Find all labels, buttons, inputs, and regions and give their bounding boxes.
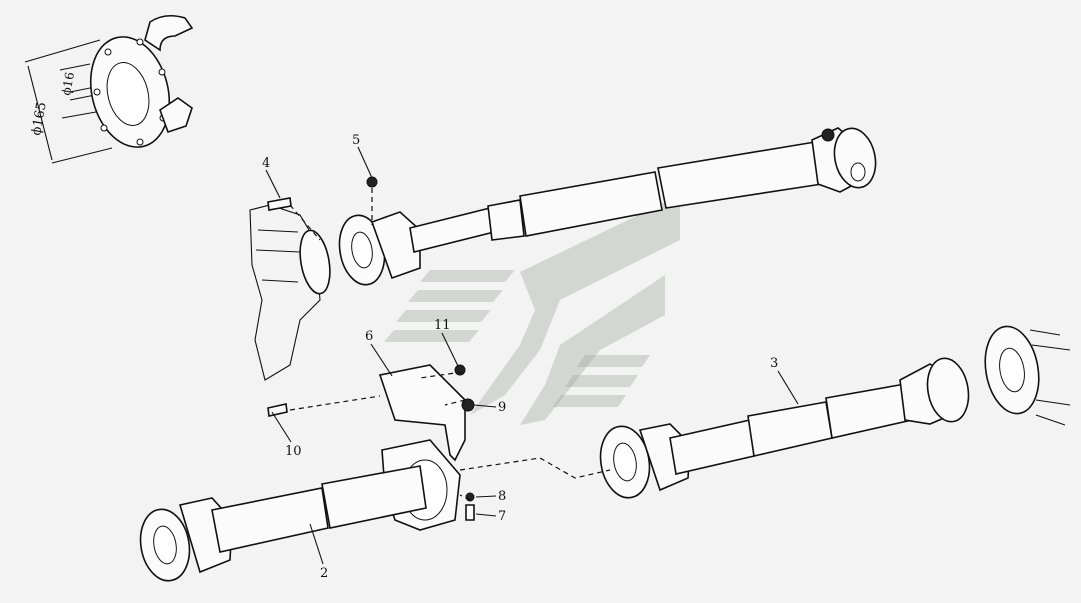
inset-flange-yoke: ϕ165 ϕ16 bbox=[24, 14, 194, 164]
callout-5: 5 bbox=[352, 133, 360, 148]
callout-3: 3 bbox=[770, 356, 778, 371]
callout-6: 6 bbox=[365, 329, 373, 344]
inset-outer-diameter-label: ϕ165 bbox=[29, 101, 50, 137]
leader-lines bbox=[265, 146, 799, 565]
gearbox-housing bbox=[249, 204, 331, 381]
assembly-lines bbox=[289, 188, 611, 501]
callout-labels: 4 5 6 11 9 10 8 7 3 2 bbox=[262, 133, 778, 581]
watermark-logo bbox=[384, 195, 680, 425]
lower-front-driveshaft bbox=[139, 465, 427, 582]
callout-4: 4 bbox=[262, 156, 270, 171]
callout-7: 7 bbox=[498, 509, 506, 524]
upper-driveshaft bbox=[338, 127, 877, 286]
callout-2: 2 bbox=[320, 566, 328, 581]
inset-hole-diameter-label: ϕ16 bbox=[59, 71, 77, 97]
callout-11: 11 bbox=[434, 318, 451, 333]
callout-10: 10 bbox=[285, 444, 302, 459]
callout-9: 9 bbox=[498, 400, 506, 415]
rear-driveshaft bbox=[599, 325, 1071, 499]
callout-8: 8 bbox=[498, 489, 506, 504]
